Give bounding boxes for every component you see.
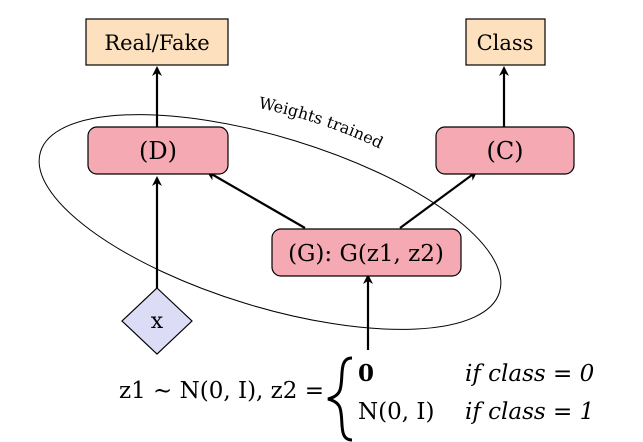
generator-label: (G): G(z1, z2) — [288, 241, 444, 267]
weights-trained-ellipse — [38, 114, 502, 330]
real-fake-label: Real/Fake — [104, 31, 209, 55]
classifier-node: (C) — [435, 126, 575, 175]
input-x-label: x — [151, 309, 164, 334]
formula-case2-condition: if class = 1 — [465, 399, 594, 425]
generator-node: (G): G(z1, z2) — [271, 228, 462, 277]
input-x-node: x — [121, 287, 193, 355]
formula-case2-value: N(0, I) — [358, 399, 434, 425]
ellipse-label: Weights trained — [257, 93, 386, 152]
discriminator-node: (D) — [87, 126, 229, 175]
formula-left: z1 ∼ N(0, I), z2 = — [119, 378, 324, 404]
classifier-label: (C) — [486, 137, 523, 165]
formula-case1-value: 0 — [358, 360, 374, 387]
discriminator-label: (D) — [139, 137, 177, 165]
latent-formula: z1 ∼ N(0, I), z2 = 0 if class = 0 N(0, I… — [119, 356, 594, 442]
real-fake-node: Real/Fake — [85, 18, 229, 66]
edge-g-to-d — [206, 171, 306, 229]
edge-g-to-c — [399, 170, 478, 229]
class-output-node: Class — [465, 18, 546, 66]
formula-case1-condition: if class = 0 — [465, 361, 594, 387]
formula-brace — [327, 356, 353, 442]
class-output-label: Class — [477, 31, 534, 55]
